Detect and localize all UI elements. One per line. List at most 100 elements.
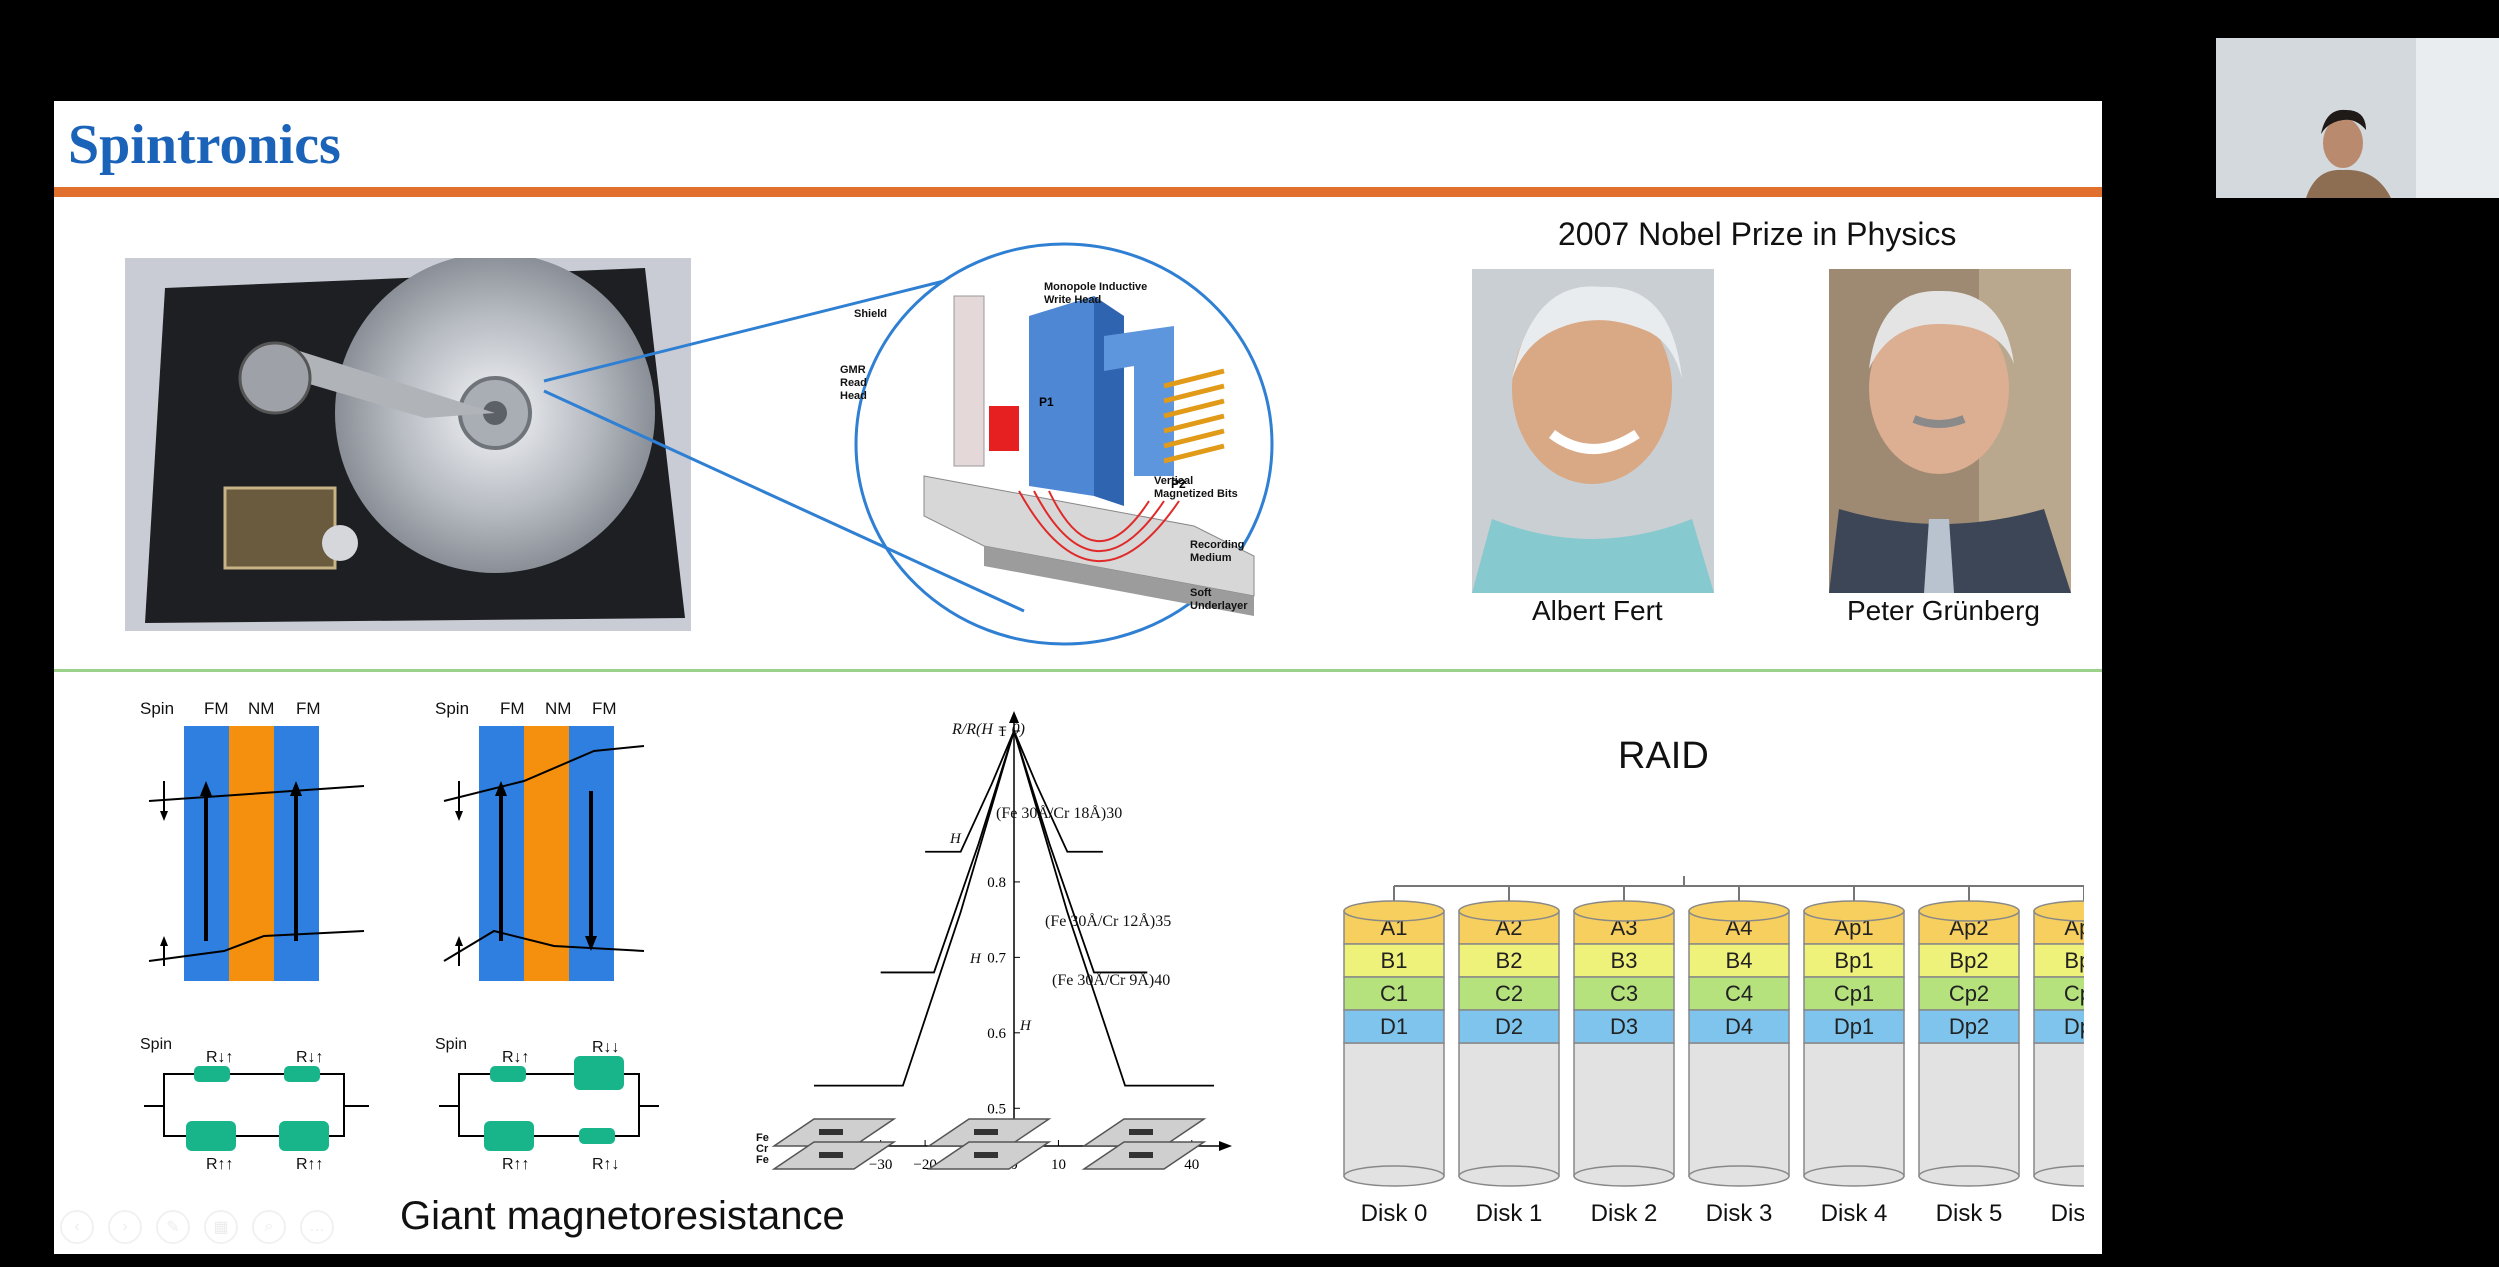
- section-divider: [54, 669, 2102, 672]
- disk-top: [1803, 900, 1905, 922]
- disk-body: [1573, 1042, 1675, 1177]
- disk-bottom: [1343, 1165, 1445, 1187]
- disk-top: [1458, 900, 1560, 922]
- disk-label: Disk 2: [1591, 1200, 1658, 1227]
- slides-icon[interactable]: ▦: [204, 1210, 238, 1244]
- disk-block-label: Bp3: [2064, 948, 2084, 973]
- hard-disk-photo: [125, 258, 691, 631]
- disk-block-label: Cp3: [2064, 981, 2084, 1006]
- fm-label-3: FM: [500, 699, 525, 718]
- disk-block: [1343, 976, 1445, 1011]
- portrait-peter-grunberg: [1829, 269, 2071, 593]
- read-write-head-diagram: P1 P2: [923, 295, 1255, 616]
- disk-body: [1343, 1042, 1445, 1177]
- gmr-plot: 10.80.70.60.5−40−30−20−10010203040: [809, 711, 1232, 1171]
- label-soft-underlayer: Soft Underlayer: [1190, 587, 1248, 612]
- disk-top: [1343, 900, 1445, 922]
- fm-label-2: FM: [296, 699, 321, 718]
- disk-block-label: Dp3: [2064, 1014, 2084, 1039]
- pen-icon[interactable]: ✎: [156, 1210, 190, 1244]
- nm-label-2: NM: [545, 699, 572, 718]
- prev-icon[interactable]: ‹: [60, 1210, 94, 1244]
- disk-block: [1458, 1009, 1560, 1044]
- spin-label-4: Spin: [435, 1036, 468, 1053]
- disk-block: [1803, 943, 1905, 978]
- title-underline: [54, 187, 2102, 197]
- disk-bottom: [1688, 1165, 1790, 1187]
- spin-valve-diagrams: [144, 726, 659, 1151]
- raid-title: RAID: [1618, 735, 1709, 777]
- disk-body: [1803, 1042, 1905, 1177]
- disk-block-label: Dp2: [1949, 1014, 1989, 1039]
- more-icon[interactable]: …: [300, 1210, 334, 1244]
- disk-body: [1918, 1042, 2020, 1177]
- disk-bottom: [1803, 1165, 1905, 1187]
- disk-block: [1458, 943, 1560, 978]
- r-label-8: R↑↓: [592, 1156, 620, 1173]
- disk-block-label: C4: [1725, 981, 1753, 1006]
- label-gmr-head: GMR Read Head: [840, 364, 867, 402]
- x-tick-label: −30: [869, 1157, 892, 1171]
- gmr-caption: Giant magnetoresistance: [400, 1194, 845, 1238]
- disk-block: [1688, 1009, 1790, 1044]
- layer-label-cr: Cr: [756, 1143, 769, 1155]
- disk-block-label: Bp1: [1834, 948, 1873, 973]
- x-axis-arrow: [1219, 1141, 1232, 1151]
- fm-label-1: FM: [204, 699, 229, 718]
- disk-top: [1573, 900, 1675, 922]
- y-tick-label: 0.7: [987, 950, 1006, 966]
- disk-bottom: [1458, 1165, 1560, 1187]
- zoom-icon[interactable]: ⌕: [252, 1210, 286, 1244]
- disk-body: [1688, 1042, 1790, 1177]
- spin-label-3: Spin: [140, 1036, 173, 1053]
- layer-label-fe-2: Fe: [756, 1154, 769, 1166]
- disk-body: [2033, 1042, 2102, 1177]
- disk-block: [1918, 976, 2020, 1011]
- hs-label-2: H: [970, 951, 981, 967]
- webcam-thumbnail[interactable]: [2216, 38, 2499, 198]
- slide-title: Spintronics: [68, 114, 341, 176]
- hs-label-3: H: [1020, 1018, 1031, 1034]
- layer-label-fe-1: Fe: [756, 1132, 769, 1144]
- label-recording-medium: Recording Medium: [1190, 539, 1245, 564]
- disk-block: [1573, 943, 1675, 978]
- disk-label: Disk 6: [2051, 1200, 2084, 1227]
- disk-block: [1918, 1009, 2020, 1044]
- disk-block-label: D1: [1380, 1014, 1408, 1039]
- disk-label: Disk 1: [1476, 1200, 1543, 1227]
- nm-label-1: NM: [248, 699, 275, 718]
- disk-block-label: C3: [1610, 981, 1638, 1006]
- y-tick-label: 0.5: [987, 1101, 1006, 1117]
- disk-block-label: D2: [1495, 1014, 1523, 1039]
- disk-label: Disk 4: [1821, 1200, 1888, 1227]
- label-p2: P2: [1171, 477, 1186, 491]
- disk-body: [1458, 1042, 1560, 1177]
- label-vertical-bits: Vertical Magnetized Bits: [1154, 475, 1238, 500]
- laureate-1-name: Albert Fert: [1532, 595, 1663, 626]
- disk-block: [1573, 1009, 1675, 1044]
- disk-block-label: D3: [1610, 1014, 1638, 1039]
- r-label-4: R↑↑: [296, 1156, 324, 1173]
- disk-label: Disk 5: [1936, 1200, 2003, 1227]
- r-label-1: R↓↑: [206, 1049, 234, 1066]
- disk-label: Disk 3: [1706, 1200, 1773, 1227]
- disk-top: [1688, 900, 1790, 922]
- y-axis-arrow: [1009, 711, 1019, 723]
- curve-label-1: (Fe 30Å/Cr 18Å)30: [996, 805, 1123, 822]
- r-label-3: R↑↑: [206, 1156, 234, 1173]
- disk-block-label: Cp1: [1834, 981, 1874, 1006]
- fm-label-4: FM: [592, 699, 617, 718]
- disk-bottom: [1918, 1165, 2020, 1187]
- disk-block-label: B3: [1611, 948, 1638, 973]
- spin-label-2: Spin: [435, 699, 470, 718]
- y-tick-label: 0.8: [987, 875, 1006, 891]
- gmr-plot-ylabel: R/R(H = 0): [952, 721, 1025, 738]
- slideshow-toolbar: ‹ › ✎ ▦ ⌕ …: [60, 1210, 334, 1246]
- y-tick-label: 1: [999, 724, 1007, 740]
- multilayer-plates: [771, 1118, 1207, 1170]
- r-label-2: R↓↑: [296, 1049, 324, 1066]
- next-icon[interactable]: ›: [108, 1210, 142, 1244]
- disk-block: [1573, 976, 1675, 1011]
